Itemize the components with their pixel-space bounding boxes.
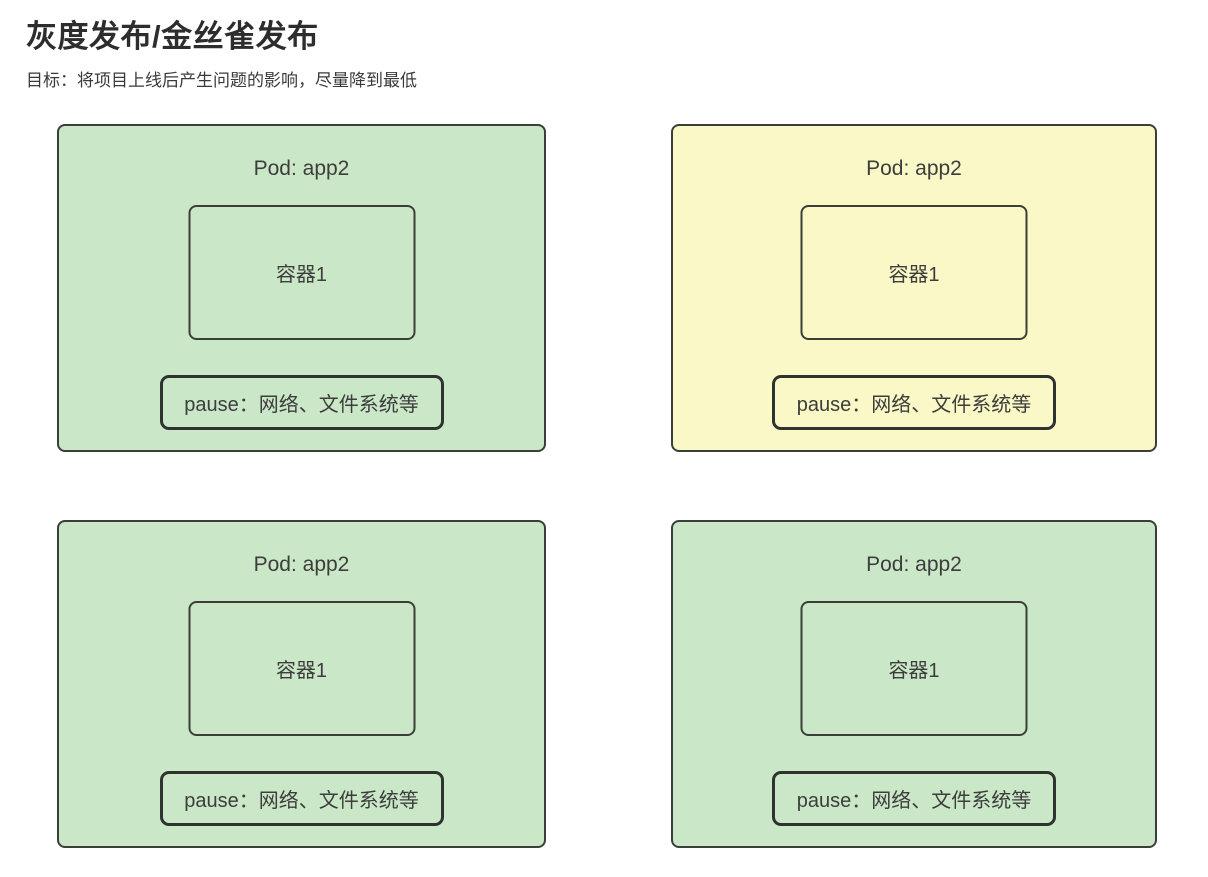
container-box: 容器1 [800, 601, 1028, 736]
pause-label: pause：网络、文件系统等 [184, 394, 419, 416]
pause-box: pause：网络、文件系统等 [159, 375, 444, 430]
pause-label: pause：网络、文件系统等 [796, 790, 1032, 812]
pod-grid: Pod: app2 容器1 pause：网络、文件系统等 Pod: app2 容… [57, 124, 1157, 848]
pod-title: Pod: app2 [866, 553, 962, 576]
pause-label: pause：网络、文件系统等 [796, 394, 1032, 416]
pod-card-bottom-left: Pod: app2 容器1 pause：网络、文件系统等 [57, 520, 546, 848]
pod-title: Pod: app2 [253, 157, 350, 180]
pause-label: pause：网络、文件系统等 [184, 790, 419, 812]
container-box: 容器1 [188, 601, 415, 736]
container-label: 容器1 [888, 264, 940, 286]
pause-box: pause：网络、文件系统等 [772, 375, 1056, 430]
pause-box: pause：网络、文件系统等 [772, 771, 1056, 826]
page-header: 灰度发布/金丝雀发布 目标：将项目上线后产生问题的影响，尽量降到最低 [26, 18, 417, 91]
pause-box: pause：网络、文件系统等 [159, 771, 444, 826]
pod-card-bottom-right: Pod: app2 容器1 pause：网络、文件系统等 [671, 520, 1157, 848]
container-box: 容器1 [188, 205, 415, 340]
page-subtitle: 目标：将项目上线后产生问题的影响，尽量降到最低 [26, 70, 417, 90]
container-label: 容器1 [275, 264, 328, 286]
container-box: 容器1 [800, 205, 1028, 340]
page-title: 灰度发布/金丝雀发布 [26, 19, 319, 54]
container-label: 容器1 [888, 660, 940, 682]
pod-title: Pod: app2 [866, 157, 962, 180]
pod-card-top-left: Pod: app2 容器1 pause：网络、文件系统等 [57, 124, 546, 452]
pod-card-top-right: Pod: app2 容器1 pause：网络、文件系统等 [671, 124, 1157, 452]
pod-title: Pod: app2 [253, 553, 350, 576]
container-label: 容器1 [275, 660, 328, 682]
